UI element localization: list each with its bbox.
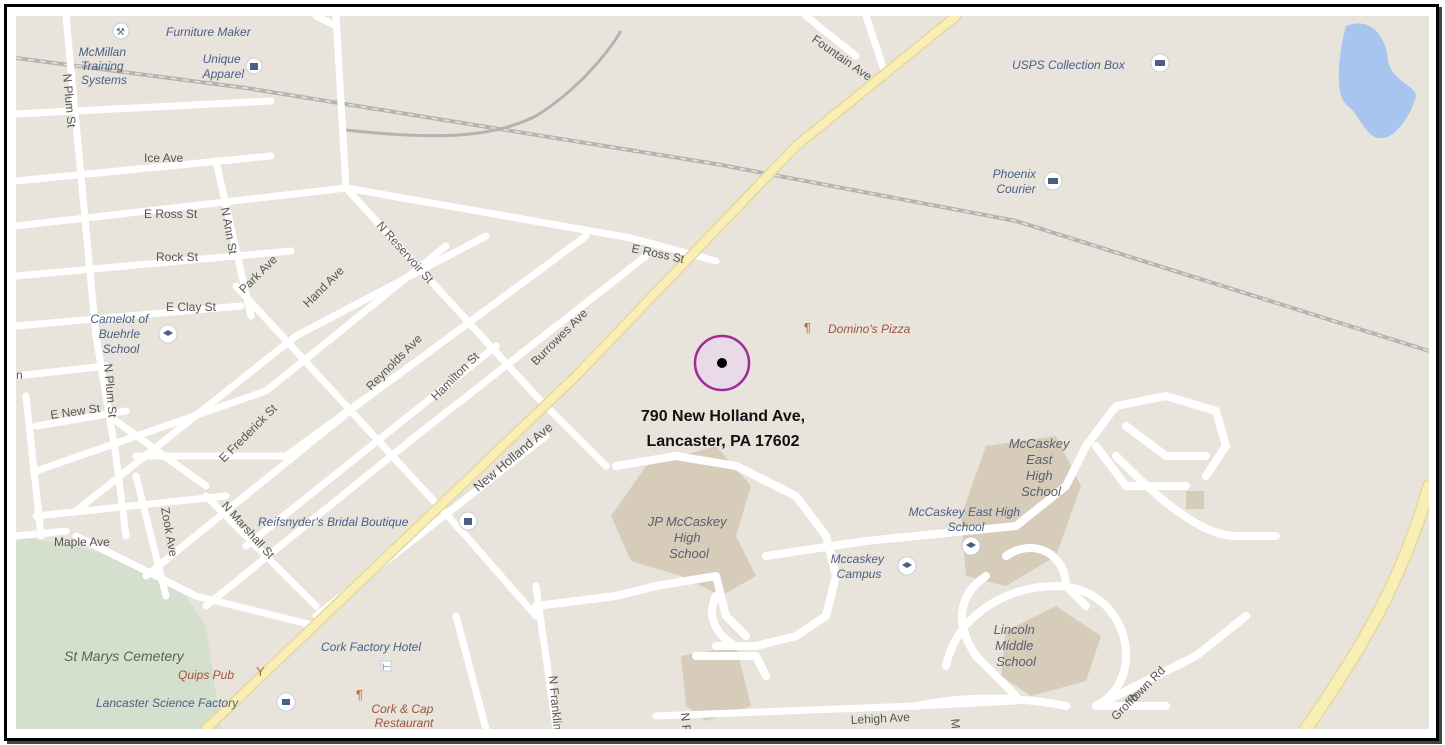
svg-text:¶: ¶ [356, 687, 363, 702]
poi-label-lincoln: Lincoln Middle School [994, 622, 1039, 669]
marker-dot[interactable] [717, 358, 727, 368]
poi-label-mccaskey-campus: Mccaskey Campus [831, 552, 888, 581]
poi-label-reifsnyder: Reifsnyder's Bridal Boutique [258, 515, 409, 529]
street-label-e-ross-st-w: E Ross St [144, 207, 198, 221]
street-label-e-clay-st: E Clay St [166, 300, 217, 314]
map-svg: Fountain Ave Ice Ave E Ross St N Ann St … [16, 16, 1429, 729]
poi-label-dominos: Domino's Pizza [828, 322, 911, 336]
museum-icon[interactable] [276, 692, 296, 712]
poi-label-lancaster-science: Lancaster Science Factory [96, 696, 239, 710]
street-label-n-left: n [16, 368, 23, 382]
map-canvas[interactable]: Fountain Ave Ice Ave E Ross St N Ann St … [16, 16, 1429, 729]
poi-label-furniture-maker: Furniture Maker [166, 25, 252, 39]
poi-label-cork-cap: Cork & Cap Restaurant [371, 702, 436, 729]
svg-text:⚒: ⚒ [116, 27, 125, 38]
railway [16, 30, 1429, 353]
poi-label-mcmillan: McMillan Training Systems [79, 45, 130, 87]
street-label-mc: Mc [948, 718, 963, 729]
location-marker[interactable] [693, 334, 751, 392]
street-label-n-plum-st-mid: N Plum St [101, 363, 120, 419]
poi-label-cork-factory-hotel: Cork Factory Hotel [321, 640, 421, 654]
graduation-cap-icon[interactable] [961, 536, 981, 556]
school-buildings [611, 436, 1204, 721]
graduation-cap-icon[interactable] [158, 324, 178, 344]
street-label-maple-ave: Maple Ave [54, 535, 110, 549]
water-body [1338, 23, 1416, 139]
street-label-rock-st: Rock St [156, 250, 199, 264]
address-line-1: 790 New Holland Ave, [641, 408, 805, 425]
poi-labels: Furniture Maker McMillan Training System… [64, 25, 1126, 729]
street-label-n-franklin: N Franklin [546, 675, 565, 729]
svg-text:Y: Y [256, 664, 265, 679]
address-line-2: Lancaster, PA 17602 [647, 433, 800, 450]
poi-label-mccaskey-east-building: McCaskey East High School [1009, 436, 1073, 499]
fork-knife-icon[interactable]: ¶ [804, 320, 811, 335]
poi-label-quips-pub: Quips Pub [178, 668, 234, 682]
street-label-r: R [1126, 693, 1141, 703]
street-label-n-r: N R [678, 712, 694, 729]
poi-label-mccaskey-east-pin: McCaskey East High School [909, 505, 1024, 534]
poi-label-st-marys-cemetery: St Marys Cemetery [64, 648, 185, 664]
poi-label-jp-mccaskey: JP McCaskey High School [647, 514, 731, 561]
poi-label-phoenix: Phoenix Courier [993, 167, 1040, 196]
street-label-lehigh-ave: Lehigh Ave [850, 710, 910, 727]
dumbbell-icon[interactable]: ⚒ [112, 22, 130, 40]
shopping-bag-icon[interactable] [245, 57, 263, 75]
street-label-e-new-st: E New St [49, 401, 101, 422]
svg-text:⊢: ⊢ [382, 662, 391, 673]
cocktail-icon[interactable]: Y [256, 664, 265, 679]
poi-label-unique-apparel: Unique Apparel [202, 52, 245, 81]
poi-icons: ⚒ ¶ ⊢ Y [112, 22, 1170, 712]
fork-knife-icon[interactable]: ¶ [356, 687, 363, 702]
map-frame: Fountain Ave Ice Ave E Ross St N Ann St … [4, 4, 1439, 741]
mail-icon[interactable] [1043, 171, 1063, 191]
graduation-cap-icon[interactable] [897, 556, 917, 576]
poi-label-camelot: Camelot of Buehrle School [90, 312, 151, 356]
street-label-n-plum-st-top: N Plum St [60, 73, 79, 129]
svg-text:¶: ¶ [804, 320, 811, 335]
shopping-bag-icon[interactable] [458, 511, 478, 531]
poi-label-usps: USPS Collection Box [1012, 58, 1126, 72]
cemetery-area [16, 536, 221, 729]
mail-icon[interactable] [1150, 53, 1170, 73]
street-label-ice-ave: Ice Ave [144, 151, 183, 165]
highways [200, 16, 1429, 729]
bed-icon[interactable]: ⊢ [380, 660, 392, 673]
